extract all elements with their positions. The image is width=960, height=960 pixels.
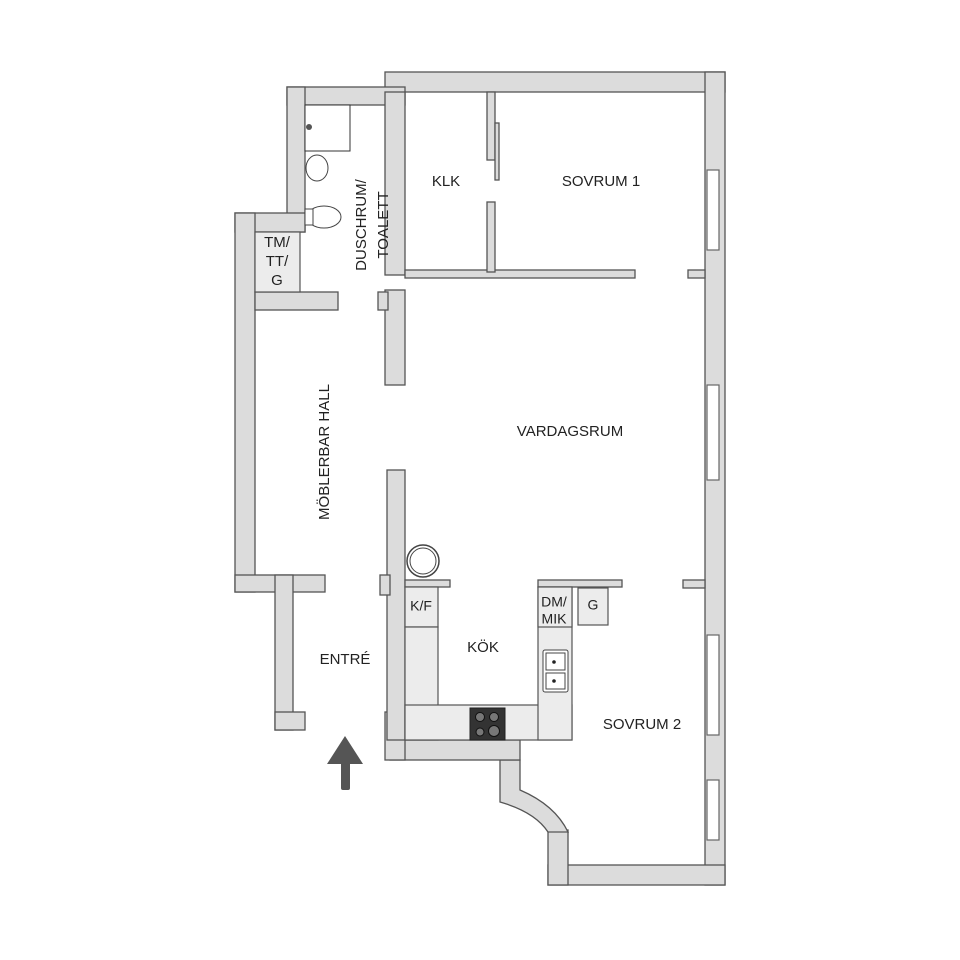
label-vardagsrum: VARDAGSRUM [517,423,623,440]
stove-icon [469,707,506,741]
label-tt: TT/ [266,253,289,270]
dishwasher-microwave [537,586,573,628]
label-duschrum: DUSCHRUM/ [353,178,370,270]
g-cabinet [577,587,609,626]
label-klk: KLK [432,173,460,190]
toilet-icon [304,205,342,229]
label-hall: MÖBLERBAR HALL [315,384,333,520]
shower-icon [304,104,351,152]
label-toalett: TOALETT [375,191,392,258]
fixtures [254,104,609,741]
sink-icon [542,649,569,693]
washbasin-icon [305,154,329,182]
label-entre: ENTRÉ [320,651,371,668]
label-kok: KÖK [467,638,499,656]
room-labels: KLK SOVRUM 1 DUSCHRUM/ TOALETT TM/ TT/ G… [264,173,681,733]
label-g: G [588,597,599,613]
boiler-icon [406,544,440,578]
label-kf: K/F [410,598,432,614]
label-sovrum1: SOVRUM 1 [562,173,640,190]
windows [706,169,720,841]
label-tm: TM/ [264,234,291,251]
fridge-freezer [404,586,439,628]
entrance-arrow-icon [327,736,363,790]
label-mik: MIK [542,611,568,627]
tm-closet [254,231,301,293]
label-tm-g: G [271,272,283,289]
label-sovrum2: SOVRUM 2 [603,716,681,733]
walls [234,71,726,886]
label-dm: DM/ [541,594,567,610]
